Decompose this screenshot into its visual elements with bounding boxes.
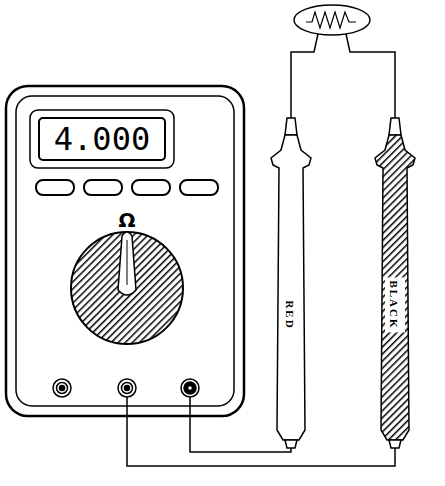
meter-inner-frame — [16, 96, 234, 406]
lcd-display: 4.000 — [38, 117, 166, 161]
node-text: RED — [284, 300, 296, 329]
test-lead-wires — [127, 397, 395, 466]
red-probe — [271, 86, 311, 448]
buttons — [36, 180, 218, 195]
resistor-leads — [291, 34, 395, 86]
dial-pointer — [118, 232, 136, 295]
black-probe — [375, 86, 415, 448]
probe-label: BLACK — [385, 277, 405, 332]
node-text: 4.000 — [54, 123, 150, 155]
input-jacks — [53, 379, 199, 397]
display-bezel — [30, 110, 174, 168]
dial-pointer-line — [127, 240, 128, 285]
meter-housing — [6, 86, 244, 416]
node-text: BLACK — [388, 280, 400, 329]
rotary-dial — [71, 232, 183, 344]
probe-label: RED — [281, 297, 301, 332]
range-symbol: Ω — [118, 208, 135, 232]
resistor-symbol — [306, 12, 356, 28]
resistor-body — [294, 5, 370, 35]
